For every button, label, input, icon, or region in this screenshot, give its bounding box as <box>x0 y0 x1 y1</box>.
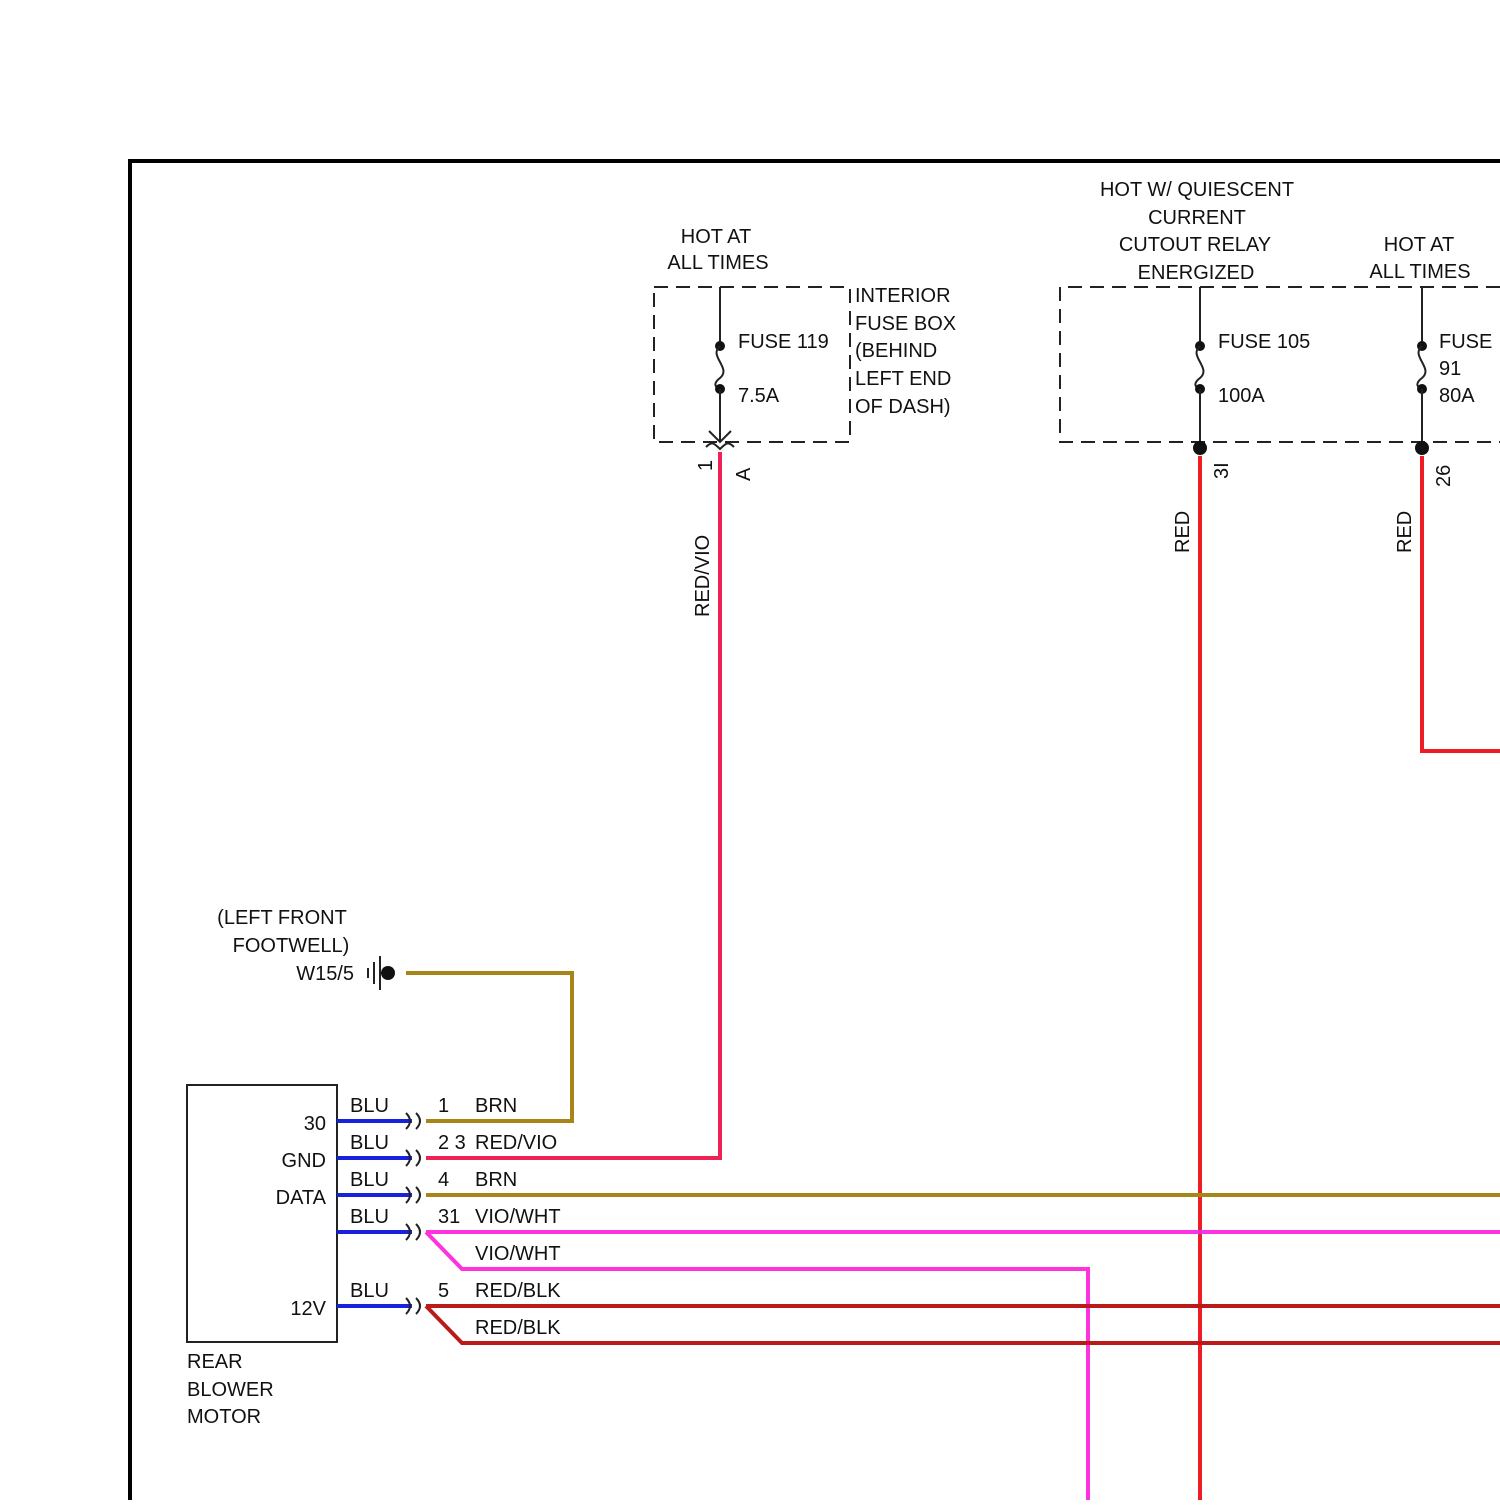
pigtail-color-1: BLU <box>350 1095 389 1117</box>
motor-pin-30: 30 <box>304 1113 326 1135</box>
fuse119-hot-label-2: ALL TIMES <box>667 252 768 274</box>
harness-pin-6: 5 <box>438 1280 449 1302</box>
fuse91-hot-label-2: ALL TIMES <box>1369 261 1470 283</box>
fuse-box-label-4: LEFT END <box>855 368 951 390</box>
fuse105-name: FUSE 105 <box>1218 331 1310 353</box>
fuse-box-label-2: FUSE BOX <box>855 313 956 335</box>
fuse119-wire-color: RED/VIO <box>692 535 714 617</box>
fuse119-connector: A <box>733 467 755 481</box>
harness-pin-4: 31 <box>438 1206 460 1228</box>
harness-labels: 1 BRN 2 3 RED/VIO 4 BRN 31 VIO/WHT VIO/W… <box>438 1095 561 1339</box>
interior-fuse-box: HOT AT ALL TIMES FUSE 119 7.5A INTERIOR … <box>654 226 956 617</box>
harness-wire-7: RED/BLK <box>475 1317 561 1339</box>
motor-pin-12v: 12V <box>290 1298 326 1320</box>
motor-name-2: BLOWER <box>187 1379 274 1401</box>
harness-pin-1: 1 <box>438 1095 449 1117</box>
ground-dot <box>381 966 395 980</box>
pigtail-color-3: BLU <box>350 1169 389 1191</box>
fuse119-name: FUSE 119 <box>738 331 829 353</box>
fuse91-pin: 26 <box>1433 465 1455 487</box>
fuse91-wire-color: RED <box>1394 511 1416 553</box>
ground-point: (LEFT FRONT FOOTWELL) W15/5 <box>217 907 395 990</box>
harness-connectors <box>406 1113 420 1314</box>
relay-hot-label-3: CUTOUT RELAY <box>1119 234 1271 256</box>
motor-name-1: REAR <box>187 1351 243 1373</box>
fuse105-pin: 3I <box>1211 462 1233 479</box>
ground-location-2: FOOTWELL) <box>233 935 350 957</box>
fuse91-rating: 80A <box>1439 385 1475 407</box>
fuse119-fuse-symbol <box>715 346 723 389</box>
motor-name-3: MOTOR <box>187 1406 261 1428</box>
fuse119-rating: 7.5A <box>738 385 780 407</box>
pigtail-color-4: BLU <box>350 1206 389 1228</box>
rear-blower-motor: 30 GND DATA 12V REAR BLOWER MOTOR <box>187 1085 337 1428</box>
motor-pin-data: DATA <box>276 1187 327 1209</box>
fuse105-wire-color: RED <box>1172 511 1194 553</box>
fuse105-rating: 100A <box>1218 385 1265 407</box>
wire-vio-wht-2 <box>426 1232 1088 1500</box>
relay-hot-label-2: CURRENT <box>1148 207 1246 229</box>
fuse91-hot-label-1: HOT AT <box>1384 234 1454 256</box>
harness-wire-5: VIO/WHT <box>475 1243 561 1265</box>
pigtail-color-5: BLU <box>350 1280 389 1302</box>
harness-wire-4: VIO/WHT <box>475 1206 561 1228</box>
fuse91-splice-dot <box>1415 441 1429 455</box>
fuse91-name: FUSE <box>1439 331 1492 353</box>
fuse119-pin: 1 <box>695 460 717 471</box>
fuse91-number: 91 <box>1439 358 1461 380</box>
relay-fuse-box-outline <box>1060 287 1500 442</box>
motor-pigtails: BLU BLU BLU BLU BLU <box>337 1095 412 1306</box>
fuse105-splice-dot <box>1193 441 1207 455</box>
relay-fuse-box: HOT W/ QUIESCENT CURRENT CUTOUT RELAY EN… <box>1060 179 1500 553</box>
fuse-box-label-1: INTERIOR <box>855 285 951 307</box>
fuse-box-outline <box>654 287 850 442</box>
motor-pin-gnd: GND <box>282 1150 326 1172</box>
ground-location-1: (LEFT FRONT <box>217 907 347 929</box>
harness-pin-3: 4 <box>438 1169 449 1191</box>
fuse-box-label-5: OF DASH) <box>855 396 951 418</box>
wire-red-fuse91 <box>1422 456 1500 751</box>
pigtail-color-2: BLU <box>350 1132 389 1154</box>
fuse119-hot-label-1: HOT AT <box>681 226 751 248</box>
relay-hot-label-4: ENERGIZED <box>1138 262 1255 284</box>
fuse91-fuse-symbol <box>1417 346 1425 389</box>
harness-wire-2: RED/VIO <box>475 1132 557 1154</box>
fuse-box-label-3: (BEHIND <box>855 340 937 362</box>
fuse105-fuse-symbol <box>1195 346 1203 389</box>
harness-wire-6: RED/BLK <box>475 1280 561 1302</box>
harness-wire-1: BRN <box>475 1095 517 1117</box>
relay-hot-label-1: HOT W/ QUIESCENT <box>1100 179 1294 201</box>
harness-wire-3: BRN <box>475 1169 517 1191</box>
harness-pin-2: 2 3 <box>438 1132 466 1154</box>
wire-red-blk-2 <box>426 1306 1500 1343</box>
ground-id: W15/5 <box>296 963 354 985</box>
fuse119-connector-symbol <box>706 443 734 449</box>
wires <box>406 452 1500 1500</box>
